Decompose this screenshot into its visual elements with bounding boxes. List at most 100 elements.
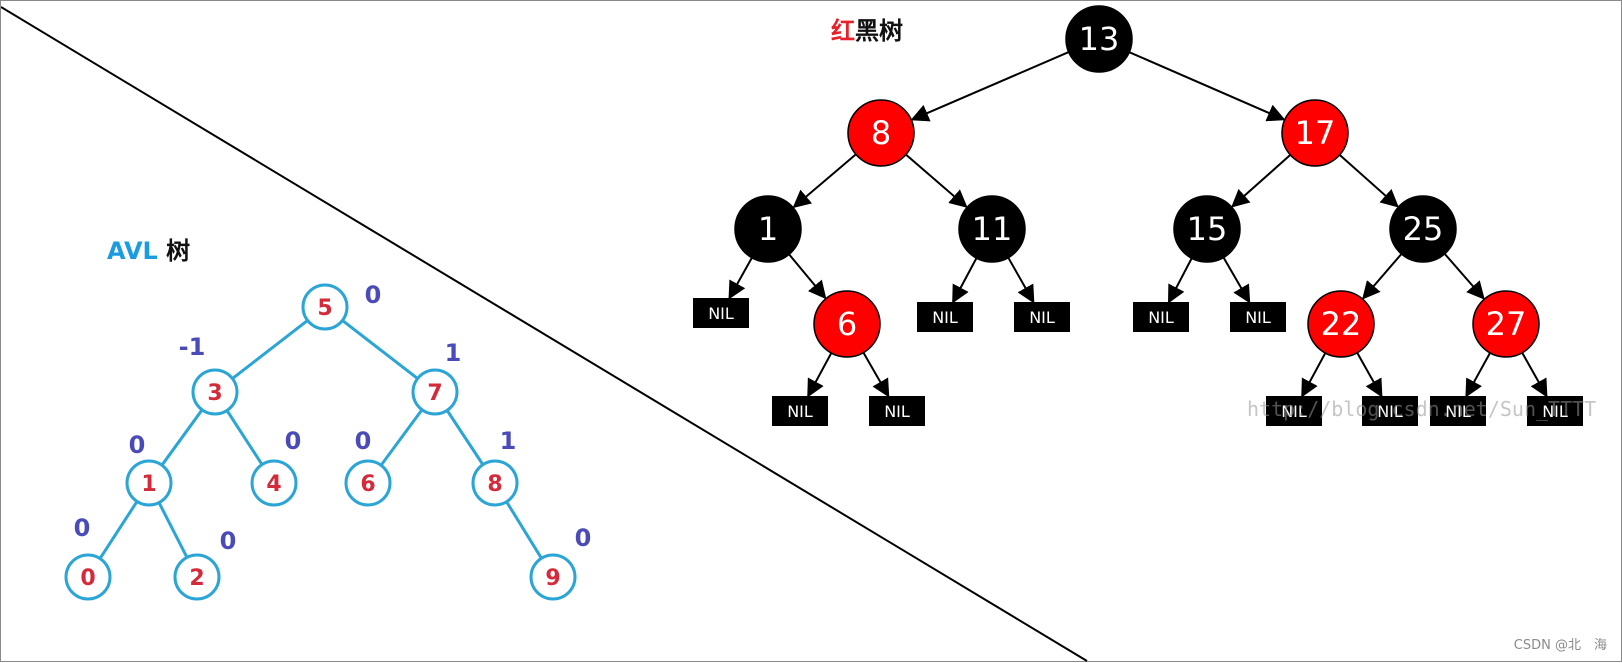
rb-node-label: 11 [972,210,1013,248]
rb-nil-leaf-3: NIL [1133,302,1189,332]
avl-balance-factor-4: 0 [285,427,302,455]
avl-title-latin: AVL [107,237,158,265]
avl-node-label: 4 [266,472,281,497]
rb-title-red: 红 [831,17,855,45]
rb-node-label: 6 [837,305,857,343]
rb-node-circle-red [813,290,881,358]
rb-edge-15-nil4 [1222,257,1251,304]
rb-edge-11-nil2 [1007,257,1035,304]
rb-edge-17-25 [1339,154,1399,208]
rb-nil-label: NIL [1148,308,1174,327]
rb-nil-leaf-2: NIL [1014,302,1070,332]
rb-title-black-tree: 黑树 [855,17,903,45]
avl-balance-factor-7: 1 [445,339,462,367]
avl-node-2: 2 [173,553,221,601]
rb-nil-label: NIL [1445,402,1471,421]
avl-balance-factor-6: 0 [355,427,372,455]
avl-node-label: 3 [207,381,222,406]
avl-node-7: 7 [411,368,459,416]
avl-node-9: 9 [529,553,577,601]
rb-nil-leaf-6: NIL [869,396,925,426]
avl-node-label: 8 [487,472,502,497]
rb-node-8: 8 [847,99,915,167]
rb-nil-box [772,396,828,426]
avl-node-label: 0 [80,566,95,591]
avl-balance-factor-8: 1 [500,427,517,455]
avl-node-circle [64,553,112,601]
rb-nil-label: NIL [1245,308,1271,327]
avl-node-label: 5 [317,296,332,321]
avl-balance-factor-9: 0 [575,524,592,552]
rb-nil-label: NIL [1377,402,1403,421]
avl-node-circle [471,459,519,507]
rb-node-circle-black [1389,195,1457,263]
rb-nil-box [1362,396,1418,426]
rb-node-label: 13 [1079,20,1120,58]
avl-balance-factor-1: 0 [129,431,146,459]
rb-node-circle-red [1307,290,1375,358]
rb-edge-6-nil6 [862,352,890,398]
rb-nil-label: NIL [932,308,958,327]
rb-node-13: 13 [1065,5,1133,73]
rb-node-label: 17 [1295,114,1336,152]
rb-node-1: 1 [734,195,802,263]
rb-edge-22-nil8 [1356,352,1383,398]
url-watermark: http://blog.csdn.net/Sun_TTTT [1247,397,1597,421]
rb-edge-1-6 [788,253,827,300]
avl-node-circle [250,459,298,507]
avl-node-circle [344,459,392,507]
rb-node-25: 25 [1389,195,1457,263]
avl-edge-3-4 [225,409,264,466]
rb-edge-25-27 [1443,253,1485,300]
avl-edge-1-2 [157,501,189,559]
rb-node-circle-red [847,99,915,167]
rb-nil-leaf-9: NIL [1430,396,1486,426]
rb-nil-box [1527,396,1583,426]
avl-node-circle [173,553,221,601]
avl-node-5: 5 [301,283,349,331]
rb-node-label: 22 [1321,305,1362,343]
avl-node-1: 1 [125,459,173,507]
rb-nil-leaf-1: NIL [917,302,973,332]
rb-node-label: 27 [1486,305,1527,343]
avl-node-6: 6 [344,459,392,507]
avl-node-label: 6 [360,472,375,497]
rb-nil-box [1430,396,1486,426]
rb-nil-box [917,302,973,332]
avl-node-4: 4 [250,459,298,507]
avl-node-circle [411,368,459,416]
rb-node-circle-black [958,195,1026,263]
rb-edge-15-nil3 [1167,257,1193,304]
avl-node-circle [301,283,349,331]
avl-node-3: 3 [191,368,239,416]
avl-node-label: 7 [427,381,442,406]
rb-nil-label: NIL [1029,308,1055,327]
rb-edge-13-8 [910,51,1070,122]
rb-nil-leaf-10: NIL [1527,396,1583,426]
rb-node-label: 1 [758,210,778,248]
rb-node-22: 22 [1307,290,1375,358]
rb-nil-box [1230,302,1286,332]
rb-edge-8-11 [905,153,968,208]
rb-node-17: 17 [1281,99,1349,167]
rb-edge-22-nil7 [1301,352,1327,398]
rb-node-circle-red [1281,99,1349,167]
rb-node-circle-black [734,195,802,263]
avl-edge-5-7 [341,319,419,380]
rb-node-label: 15 [1187,210,1228,248]
rb-nil-leaf-4: NIL [1230,302,1286,332]
rb-nil-box [869,396,925,426]
rb-edge-6-nil5 [807,352,833,398]
rb-nil-box [1133,302,1189,332]
rb-edge-25-22 [1362,253,1403,300]
red-black-tree-title: 红黑树 [831,19,903,43]
rb-nil-leaf-0: NIL [693,298,749,328]
rb-node-15: 15 [1173,195,1241,263]
rb-edge-11-nil1 [952,257,978,304]
rb-nil-leaf-8: NIL [1362,396,1418,426]
avl-node-0: 0 [64,553,112,601]
